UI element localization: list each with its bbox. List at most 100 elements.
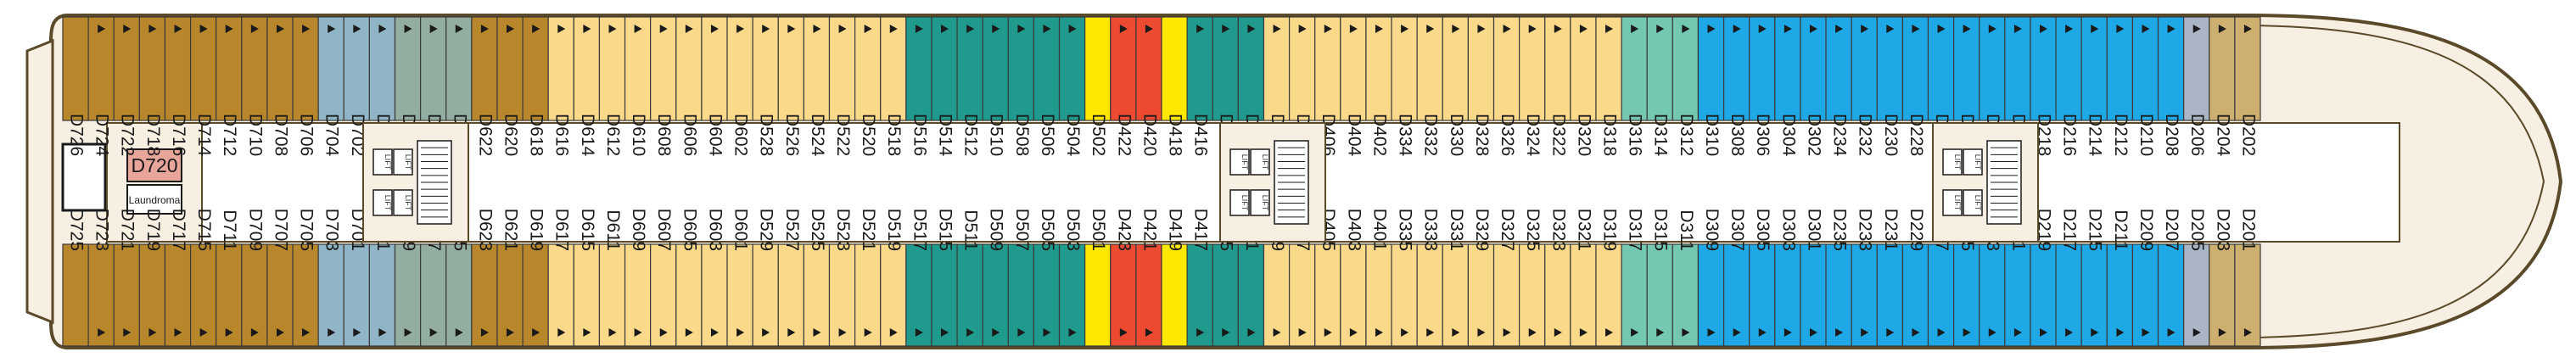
cabin-d201[interactable]: D201 [2234, 209, 2261, 347]
cabin-d231[interactable]: D231 [1876, 209, 1903, 347]
cabin-d234[interactable]: D234 [1825, 16, 1852, 157]
cabin-d706[interactable]: D706 [292, 16, 319, 156]
cabin-d326[interactable]: D326 [1492, 16, 1520, 156]
cabin-d304[interactable]: D304 [1774, 16, 1801, 157]
cabin-d612[interactable]: D612 [598, 16, 626, 156]
cabin-d312[interactable]: D312 [1672, 16, 1700, 156]
cabin-d617[interactable]: D617 [547, 209, 574, 347]
cabin-d403[interactable]: D403 [1340, 209, 1367, 347]
cabin-d615[interactable]: D615 [573, 209, 601, 347]
cabin-d320[interactable]: D320 [1570, 16, 1597, 156]
cabin-d607[interactable]: D607 [650, 209, 677, 347]
cabin-d402[interactable]: D402 [1365, 16, 1392, 156]
cabin-d504[interactable]: D504 [1058, 16, 1086, 157]
cabin-d332[interactable]: D332 [1416, 16, 1443, 156]
cabin-d421[interactable]: D421 [1135, 209, 1162, 347]
cabin-d507[interactable]: D507 [1007, 209, 1035, 347]
cabin-d523[interactable]: D523 [828, 209, 856, 347]
cabin-d303[interactable]: D303 [1774, 209, 1801, 347]
cabin-d517[interactable]: D517 [905, 209, 932, 347]
cabin-d605[interactable]: D605 [675, 209, 703, 347]
cabin-d331[interactable]: D331 [1442, 209, 1470, 347]
cabin-d333[interactable]: D333 [1416, 209, 1443, 347]
cabin-d521[interactable]: D521 [854, 209, 882, 347]
cabin-d611[interactable]: D611 [598, 209, 626, 347]
cabin-d505[interactable]: D505 [1033, 209, 1061, 347]
cabin-d516[interactable]: D516 [905, 16, 932, 156]
cabin-d601[interactable]: D601 [726, 209, 753, 347]
cabin-d307[interactable]: D307 [1722, 209, 1750, 347]
cabin-d209[interactable]: D209 [2131, 209, 2159, 347]
cabin-d715[interactable]: D715 [189, 209, 217, 347]
cabin-d506[interactable]: D506 [1033, 16, 1061, 156]
cabin-d218[interactable]: D218 [2030, 16, 2057, 156]
cabin-d232[interactable]: D232 [1851, 16, 1878, 156]
cabin-d522[interactable]: D522 [828, 16, 856, 156]
cabin-d529[interactable]: D529 [752, 209, 779, 347]
cabin-d724[interactable]: D724 [87, 16, 115, 157]
cabin-d214[interactable]: D214 [2080, 16, 2108, 157]
cabin-d211[interactable]: D211 [2106, 209, 2134, 347]
cabin-d322[interactable]: D322 [1544, 16, 1571, 156]
cabin-d310[interactable]: D310 [1697, 16, 1725, 156]
cabin-d620[interactable]: D620 [496, 16, 524, 156]
cabin-d716[interactable]: D716 [164, 16, 192, 156]
cabin-d608[interactable]: D608 [650, 16, 677, 156]
cabin-d501[interactable]: D501 [1084, 209, 1112, 347]
cabin-d228[interactable]: D228 [1901, 16, 1929, 156]
cabin-d527[interactable]: D527 [777, 209, 804, 347]
cabin-d205[interactable]: D205 [2183, 209, 2210, 347]
cabin-d525[interactable]: D525 [803, 209, 831, 347]
cabin-d623[interactable]: D623 [471, 209, 498, 347]
cabin-d203[interactable]: D203 [2209, 209, 2236, 347]
cabin-d519[interactable]: D519 [880, 209, 907, 347]
cabin-d520[interactable]: D520 [854, 16, 882, 156]
cabin-d703[interactable]: D703 [317, 209, 344, 347]
cabin-d206[interactable]: D206 [2183, 16, 2210, 156]
cabin-d416[interactable]: D416 [1186, 16, 1213, 156]
cabin-d603[interactable]: D603 [701, 209, 728, 347]
cabin-d721[interactable]: D721 [113, 209, 140, 347]
cabin-d712[interactable]: D712 [216, 16, 243, 156]
cabin-d719[interactable]: D719 [138, 209, 166, 347]
cabin-d511[interactable]: D511 [956, 209, 983, 347]
cabin-d309[interactable]: D309 [1697, 209, 1725, 347]
cabin-d423[interactable]: D423 [1110, 209, 1137, 347]
cabin-d704[interactable]: D704 [317, 16, 344, 157]
cabin-d316[interactable]: D316 [1621, 16, 1648, 156]
cabin-d210[interactable]: D210 [2131, 16, 2159, 156]
cabin-d314[interactable]: D314 [1646, 16, 1673, 157]
cabin-d606[interactable]: D606 [675, 16, 703, 156]
cabin-d602[interactable]: D602 [726, 16, 753, 156]
cabin-d330[interactable]: D330 [1442, 16, 1470, 156]
cabin-d202[interactable]: D202 [2234, 16, 2261, 156]
cabin-d329[interactable]: D329 [1467, 209, 1495, 347]
cabin-d528[interactable]: D528 [752, 16, 779, 156]
cabin-d318[interactable]: D318 [1595, 16, 1622, 156]
cabin-d219[interactable]: D219 [2030, 209, 2057, 347]
cabin-d726[interactable]: D726 [62, 16, 89, 156]
cabin-d406[interactable]: D406 [1314, 16, 1341, 156]
cabin-d619[interactable]: D619 [522, 209, 549, 347]
cabin-d515[interactable]: D515 [931, 209, 958, 347]
cabin-d722[interactable]: D722 [113, 16, 140, 156]
cabin-d401[interactable]: D401 [1365, 209, 1392, 347]
cabin-d420[interactable]: D420 [1135, 16, 1162, 156]
cabin-d311[interactable]: D311 [1672, 209, 1700, 347]
cabin-d710[interactable]: D710 [241, 16, 268, 156]
cabin-d417[interactable]: D417 [1186, 209, 1213, 347]
cabin-d708[interactable]: D708 [266, 16, 294, 156]
cabin-d526[interactable]: D526 [777, 16, 804, 156]
cabin-d618[interactable]: D618 [522, 16, 549, 156]
cabin-d614[interactable]: D614 [573, 16, 601, 157]
cabin-d212[interactable]: D212 [2106, 16, 2134, 156]
cabin-d215[interactable]: D215 [2080, 209, 2108, 347]
cabin-d235[interactable]: D235 [1825, 209, 1852, 347]
cabin-d604[interactable]: D604 [701, 16, 728, 157]
cabin-d707[interactable]: D707 [266, 209, 294, 347]
cabin-d508[interactable]: D508 [1007, 16, 1035, 156]
cabin-d723[interactable]: D723 [87, 209, 115, 347]
cabin-d718[interactable]: D718 [138, 16, 166, 156]
cabin-d319[interactable]: D319 [1595, 209, 1622, 347]
cabin-d335[interactable]: D335 [1391, 209, 1418, 347]
